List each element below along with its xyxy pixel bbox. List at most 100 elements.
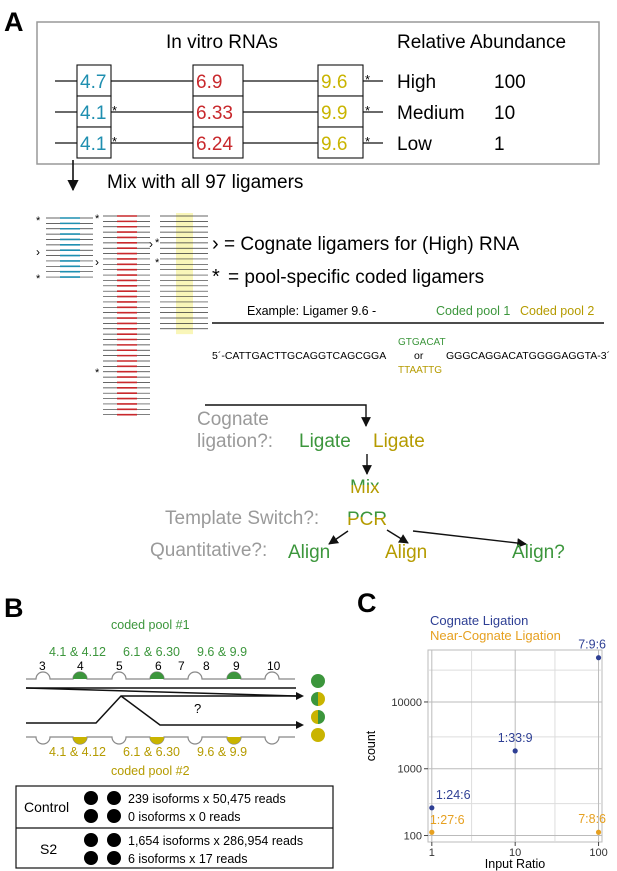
table-row-text: 6 isoforms x 17 reads (128, 852, 248, 866)
isoform-path-3 (120, 695, 296, 726)
ligamer-site-4-value: 4.1 (80, 134, 106, 155)
coded-marker: * (95, 213, 100, 225)
exon-number: 10 (267, 659, 281, 673)
isoform-path-2 (26, 695, 296, 724)
y-tick-label: 1000 (398, 764, 422, 776)
cognate-marker: › (95, 255, 99, 269)
sequence-top-variant: GTGACAT (398, 337, 446, 348)
exon-number: 9 (233, 659, 240, 673)
sequence-or: or (414, 350, 424, 362)
cognate-marker: › (36, 245, 40, 259)
flow-arrow-align-1 (328, 530, 349, 545)
table-dot-right (114, 809, 121, 823)
panel-a-label: A (4, 7, 24, 37)
pool-2-pair-label: 6.1 & 6.30 (123, 745, 180, 759)
data-label: 1:27:6 (430, 813, 465, 827)
sequence-right: GGGCAGGACATGGGGAGGTA-3´ (446, 350, 610, 362)
abundance-level: High (397, 72, 436, 93)
panel-b-label: B (4, 593, 24, 623)
ligamer-site-6-box (192, 64, 244, 97)
panel-c-label: C (357, 590, 377, 618)
ligate-pool-1: Ligate (299, 431, 351, 452)
sequence-bottom-variant: TTAATTG (398, 365, 442, 376)
table-dot-right (91, 809, 98, 823)
y-axis-label: count (364, 730, 378, 761)
ligamer-site-9-box (317, 64, 364, 97)
exon-number: 5 (116, 659, 123, 673)
table-dot-left (84, 851, 91, 865)
table-row-text: 1,654 isoforms x 286,954 reads (128, 834, 303, 848)
y-tick-label: 100 (404, 831, 422, 843)
rna-box (36, 21, 600, 165)
panel-b-diagram: B coded pool #1 4.1 & 4.12 6.1 & 6.30 9.6 … (4, 593, 334, 869)
question-template-switch: Template Switch?: (165, 508, 319, 529)
y-tick-label: 10000 (391, 697, 422, 709)
abundance-level: Low (397, 134, 432, 155)
data-point (429, 829, 435, 835)
coded-marker: * (36, 273, 41, 285)
ligamer-site-4-box (76, 64, 112, 97)
exon-number: 4 (77, 659, 84, 673)
abundance-amount: 10 (494, 103, 515, 124)
ligamer-site-6-value: 6.9 (196, 72, 222, 93)
example-label: Example: Ligamer 9.6 - (247, 304, 376, 318)
x-tick-label: 10 (509, 847, 521, 859)
coded-marker: * (112, 134, 117, 149)
flow-arrow-align-2 (386, 529, 409, 544)
isoform-arrowhead (296, 692, 304, 700)
table-dot-left (107, 791, 114, 805)
table-dot-left (84, 791, 91, 805)
pool-1-pair-label: 9.6 & 9.9 (197, 645, 247, 659)
isoform-dot-left (311, 674, 318, 688)
coded-marker: * (365, 72, 370, 87)
data-point (595, 655, 602, 661)
exon-number: 8 (203, 659, 210, 673)
legend-entry: Cognate Ligation (430, 613, 528, 628)
ligate-pool-2: Ligate (373, 431, 425, 452)
coded-marker: * (365, 103, 370, 118)
isoform-dot-right (318, 728, 325, 742)
ligamer-site-9-box (317, 95, 364, 128)
table-dot-left (107, 851, 114, 865)
ligamer-site-4-value: 4.1 (80, 103, 106, 124)
mix-label-olive: Mix (350, 477, 380, 498)
ligamer-site-9-value: 9.9 (321, 103, 347, 124)
abundance-amount: 1 (494, 134, 505, 155)
abundance-level: Medium (397, 103, 465, 124)
legend-cognate-symbol: › (212, 233, 219, 255)
ligamer-site-9-value: 9.6 (321, 72, 347, 93)
x-axis-label: Input Ratio (485, 857, 546, 871)
ligamer-highlight (176, 213, 193, 335)
coded-site-cap (73, 672, 87, 679)
coded-site-cap (73, 737, 87, 744)
data-label: 7:9:6 (578, 638, 606, 652)
align-pool-1: Align (288, 542, 330, 563)
legend-cognate-text: = Cognate ligamers for (High) RNA (224, 234, 519, 255)
pool-2-pair-label: 4.1 & 4.12 (49, 745, 106, 759)
mix-text: Mix with all 97 ligamers (107, 172, 303, 193)
question-ligation: ligation?: (197, 431, 273, 452)
table-dot-left (107, 809, 114, 823)
table-group-label: Control (24, 799, 69, 815)
pool-1-title: coded pool #1 (111, 618, 190, 632)
isoform-dot-left (311, 710, 318, 724)
coded-marker: * (36, 215, 41, 227)
align-pool-2: Align (385, 542, 427, 563)
ligamer-site-4-box (76, 95, 112, 128)
flow-arrow-align-3 (412, 530, 527, 548)
question-quantitative: Quantitative?: (150, 540, 267, 561)
table-dot-left (107, 833, 114, 847)
data-label: 1:24:6 (436, 788, 471, 802)
header-in-vitro-rnas: In vitro RNAs (166, 32, 278, 53)
ligamer-stacks: ******››› (36, 213, 208, 416)
coded-marker: * (365, 134, 370, 149)
pool-1-pair-label: 6.1 & 6.30 (123, 645, 180, 659)
legend-entry: Near-Cognate Ligation (430, 628, 561, 643)
ligamer-site-4-box (76, 126, 112, 159)
coded-site-cap (150, 737, 164, 744)
coded-site-cap (150, 672, 164, 679)
table-group-label: S2 (40, 841, 57, 857)
